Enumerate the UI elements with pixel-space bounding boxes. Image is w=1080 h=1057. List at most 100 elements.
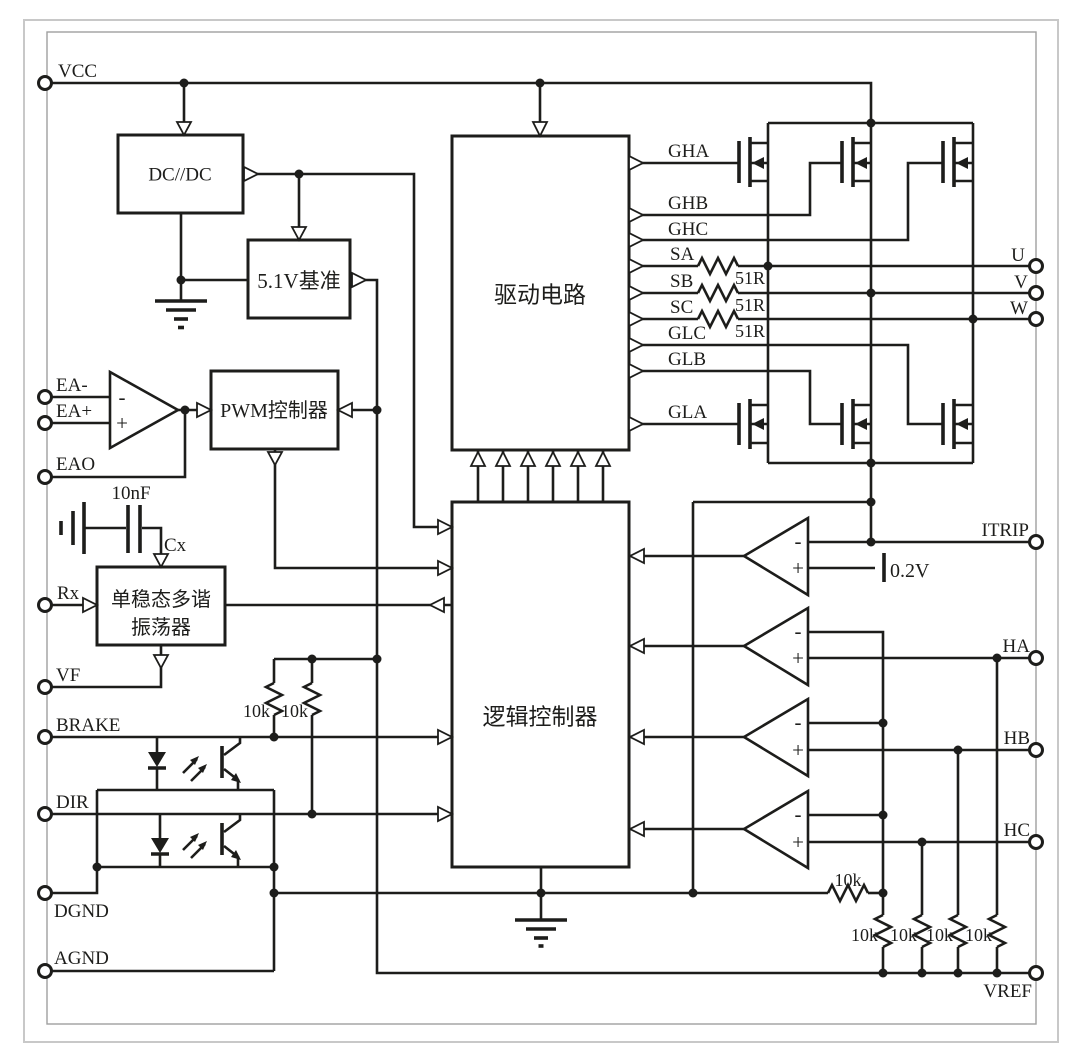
borders bbox=[23, 19, 1059, 1043]
label-ea-minus: EA- bbox=[56, 375, 88, 396]
comp-ha-minus: - bbox=[795, 619, 802, 643]
terminal-ea-minus bbox=[37, 389, 53, 405]
arrow-right-icon bbox=[437, 728, 455, 746]
arrow-left-icon bbox=[335, 401, 353, 419]
arrow-up-icon bbox=[569, 449, 587, 467]
mosfet-low-a bbox=[737, 399, 768, 449]
arrow-right-icon bbox=[437, 518, 455, 536]
terminal-u bbox=[1028, 258, 1044, 274]
arrow-down-icon bbox=[266, 451, 284, 467]
mosfet-body-arrow bbox=[855, 418, 867, 430]
label-51r-sb: 51R bbox=[735, 295, 765, 315]
mosfet-body-arrow bbox=[855, 157, 867, 169]
comp-itrip-minus: - bbox=[795, 529, 802, 553]
terminal-vf bbox=[37, 679, 53, 695]
phototransistor-collector bbox=[223, 814, 242, 834]
resistor-10k-brake bbox=[263, 681, 285, 717]
emitter-arrowhead bbox=[231, 773, 241, 783]
mosfet-high-c bbox=[941, 137, 973, 187]
wire-ghb bbox=[629, 161, 842, 217]
terminal-agnd bbox=[37, 963, 53, 979]
comp-ha-plus: + bbox=[792, 646, 804, 670]
arrow-right-icon bbox=[351, 271, 369, 289]
error-amp bbox=[108, 369, 181, 451]
light-arrowhead bbox=[190, 756, 199, 765]
light-arrowhead bbox=[198, 764, 207, 773]
opamp-minus: - bbox=[119, 385, 126, 409]
wire-pwm-out bbox=[273, 449, 452, 570]
comp-hc-minus: - bbox=[795, 802, 802, 826]
arrow-right-icon bbox=[243, 165, 261, 183]
arrow-up-icon bbox=[544, 449, 562, 467]
arrow-right-icon bbox=[628, 415, 646, 433]
resistor-10k-div4 bbox=[986, 913, 1008, 949]
label-gla: GLA bbox=[668, 402, 707, 423]
label-block-driver: 驱动电路 bbox=[494, 283, 586, 308]
arrow-left-icon bbox=[627, 547, 645, 565]
arrow-left-icon bbox=[627, 637, 645, 655]
label-itrip: ITRIP bbox=[982, 520, 1030, 541]
label-agnd: AGND bbox=[54, 948, 109, 969]
label-ghb: GHB bbox=[668, 193, 708, 214]
arrowheads bbox=[82, 121, 646, 838]
opamp-plus: + bbox=[116, 411, 128, 435]
block-logic bbox=[450, 500, 631, 869]
label-v: V bbox=[1014, 272, 1028, 293]
capacitor-10nf bbox=[126, 505, 142, 553]
arrow-right-icon bbox=[196, 401, 214, 419]
wires bbox=[52, 81, 1029, 975]
resistor-10k-dir bbox=[301, 681, 323, 717]
block-dcdc bbox=[116, 133, 245, 215]
arrow-right-icon bbox=[628, 362, 646, 380]
wire-dcdc-out bbox=[243, 172, 452, 529]
wire-minus-bus bbox=[808, 630, 885, 915]
comp-hb-minus: - bbox=[795, 710, 802, 734]
emitter-arrowhead bbox=[231, 850, 241, 860]
mosfet-bridge bbox=[737, 137, 973, 449]
label-glb: GLB bbox=[668, 349, 706, 370]
label-ea-plus: EA+ bbox=[56, 401, 92, 422]
label-51r-sa: 51R bbox=[735, 268, 765, 288]
optocouplers bbox=[148, 737, 242, 867]
amplifiers bbox=[108, 369, 810, 871]
terminal-itrip bbox=[1028, 534, 1044, 550]
wire-dgnd-riser bbox=[52, 790, 99, 895]
optocoupler-brake bbox=[148, 737, 242, 790]
resistor-10k-div3 bbox=[947, 913, 969, 949]
arrow-up-icon bbox=[469, 449, 487, 467]
arrow-right-icon bbox=[82, 596, 100, 614]
label-10k-brake: 10k bbox=[243, 701, 270, 721]
arrow-up-icon bbox=[519, 449, 537, 467]
arrow-right-icon bbox=[628, 206, 646, 224]
label-cx: Cx bbox=[164, 535, 187, 556]
resistor-51r-sa bbox=[696, 255, 740, 277]
mosfet-low-b bbox=[840, 399, 871, 449]
ground-dcdc bbox=[155, 299, 207, 330]
resistor-51r-sb bbox=[696, 282, 740, 304]
terminal-eao bbox=[37, 469, 53, 485]
label-vf: VF bbox=[56, 665, 80, 686]
comp-hb-plus: + bbox=[792, 738, 804, 762]
label-51r-sc: 51R bbox=[735, 321, 765, 341]
passives bbox=[59, 299, 886, 948]
arrow-right-icon bbox=[437, 559, 455, 577]
label-10k-div3: 10k bbox=[926, 925, 953, 945]
label-ghc: GHC bbox=[668, 219, 708, 240]
block-driver bbox=[450, 134, 631, 452]
wire-vcc bbox=[52, 81, 873, 123]
light-arrowhead bbox=[198, 841, 207, 850]
led-icon bbox=[148, 752, 166, 767]
label-gha: GHA bbox=[668, 141, 709, 162]
comparator-itrip bbox=[741, 515, 810, 598]
inner-border bbox=[46, 31, 1037, 1025]
terminal-hc bbox=[1028, 834, 1044, 850]
label-eao: EAO bbox=[56, 454, 95, 475]
terminal-dgnd bbox=[37, 885, 53, 901]
terminal-ea-plus bbox=[37, 415, 53, 431]
terminals bbox=[37, 75, 1044, 981]
arrow-down-icon bbox=[175, 121, 193, 137]
arrow-down-icon bbox=[152, 553, 170, 569]
label-hc: HC bbox=[1004, 820, 1030, 841]
mosfet-body-arrow bbox=[956, 418, 968, 430]
